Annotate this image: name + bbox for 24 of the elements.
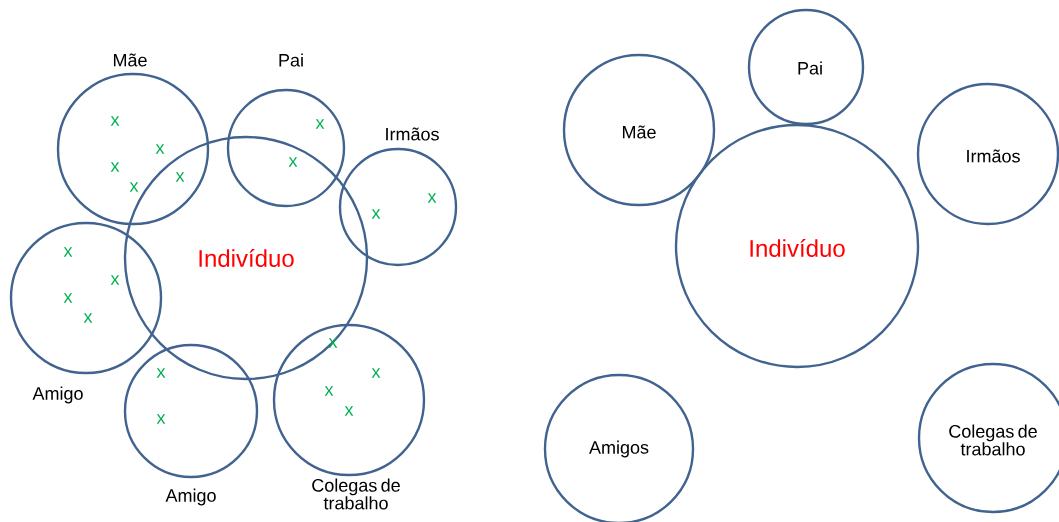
cross-mark: x <box>156 414 166 424</box>
cross-mark: x <box>371 368 381 378</box>
cross-mark: x <box>63 247 73 257</box>
node-label: Irmãos <box>386 127 439 141</box>
node-label: Mãe <box>113 53 147 67</box>
cross-mark: x <box>427 193 437 203</box>
cross-mark: x <box>110 116 120 126</box>
cross-mark: x <box>63 293 73 303</box>
cross-mark: x <box>155 144 165 154</box>
node-label: Pai <box>279 53 303 67</box>
node-label: Colegas de trabalho <box>312 478 400 510</box>
cross-mark: x <box>344 406 354 416</box>
cross-mark: x <box>371 209 381 219</box>
node-label: Amigo <box>32 386 83 404</box>
cross-mark: x <box>288 157 298 167</box>
cross-mark: x <box>110 275 120 285</box>
node-label: Amigo <box>165 488 216 506</box>
cross-mark: x <box>324 386 334 396</box>
cross-mark: x <box>110 162 120 172</box>
cross-mark: x <box>175 172 185 182</box>
cross-mark: x <box>83 313 93 323</box>
cross-mark: x <box>315 119 325 129</box>
cross-mark: x <box>156 368 166 378</box>
cross-mark: x <box>129 182 139 192</box>
